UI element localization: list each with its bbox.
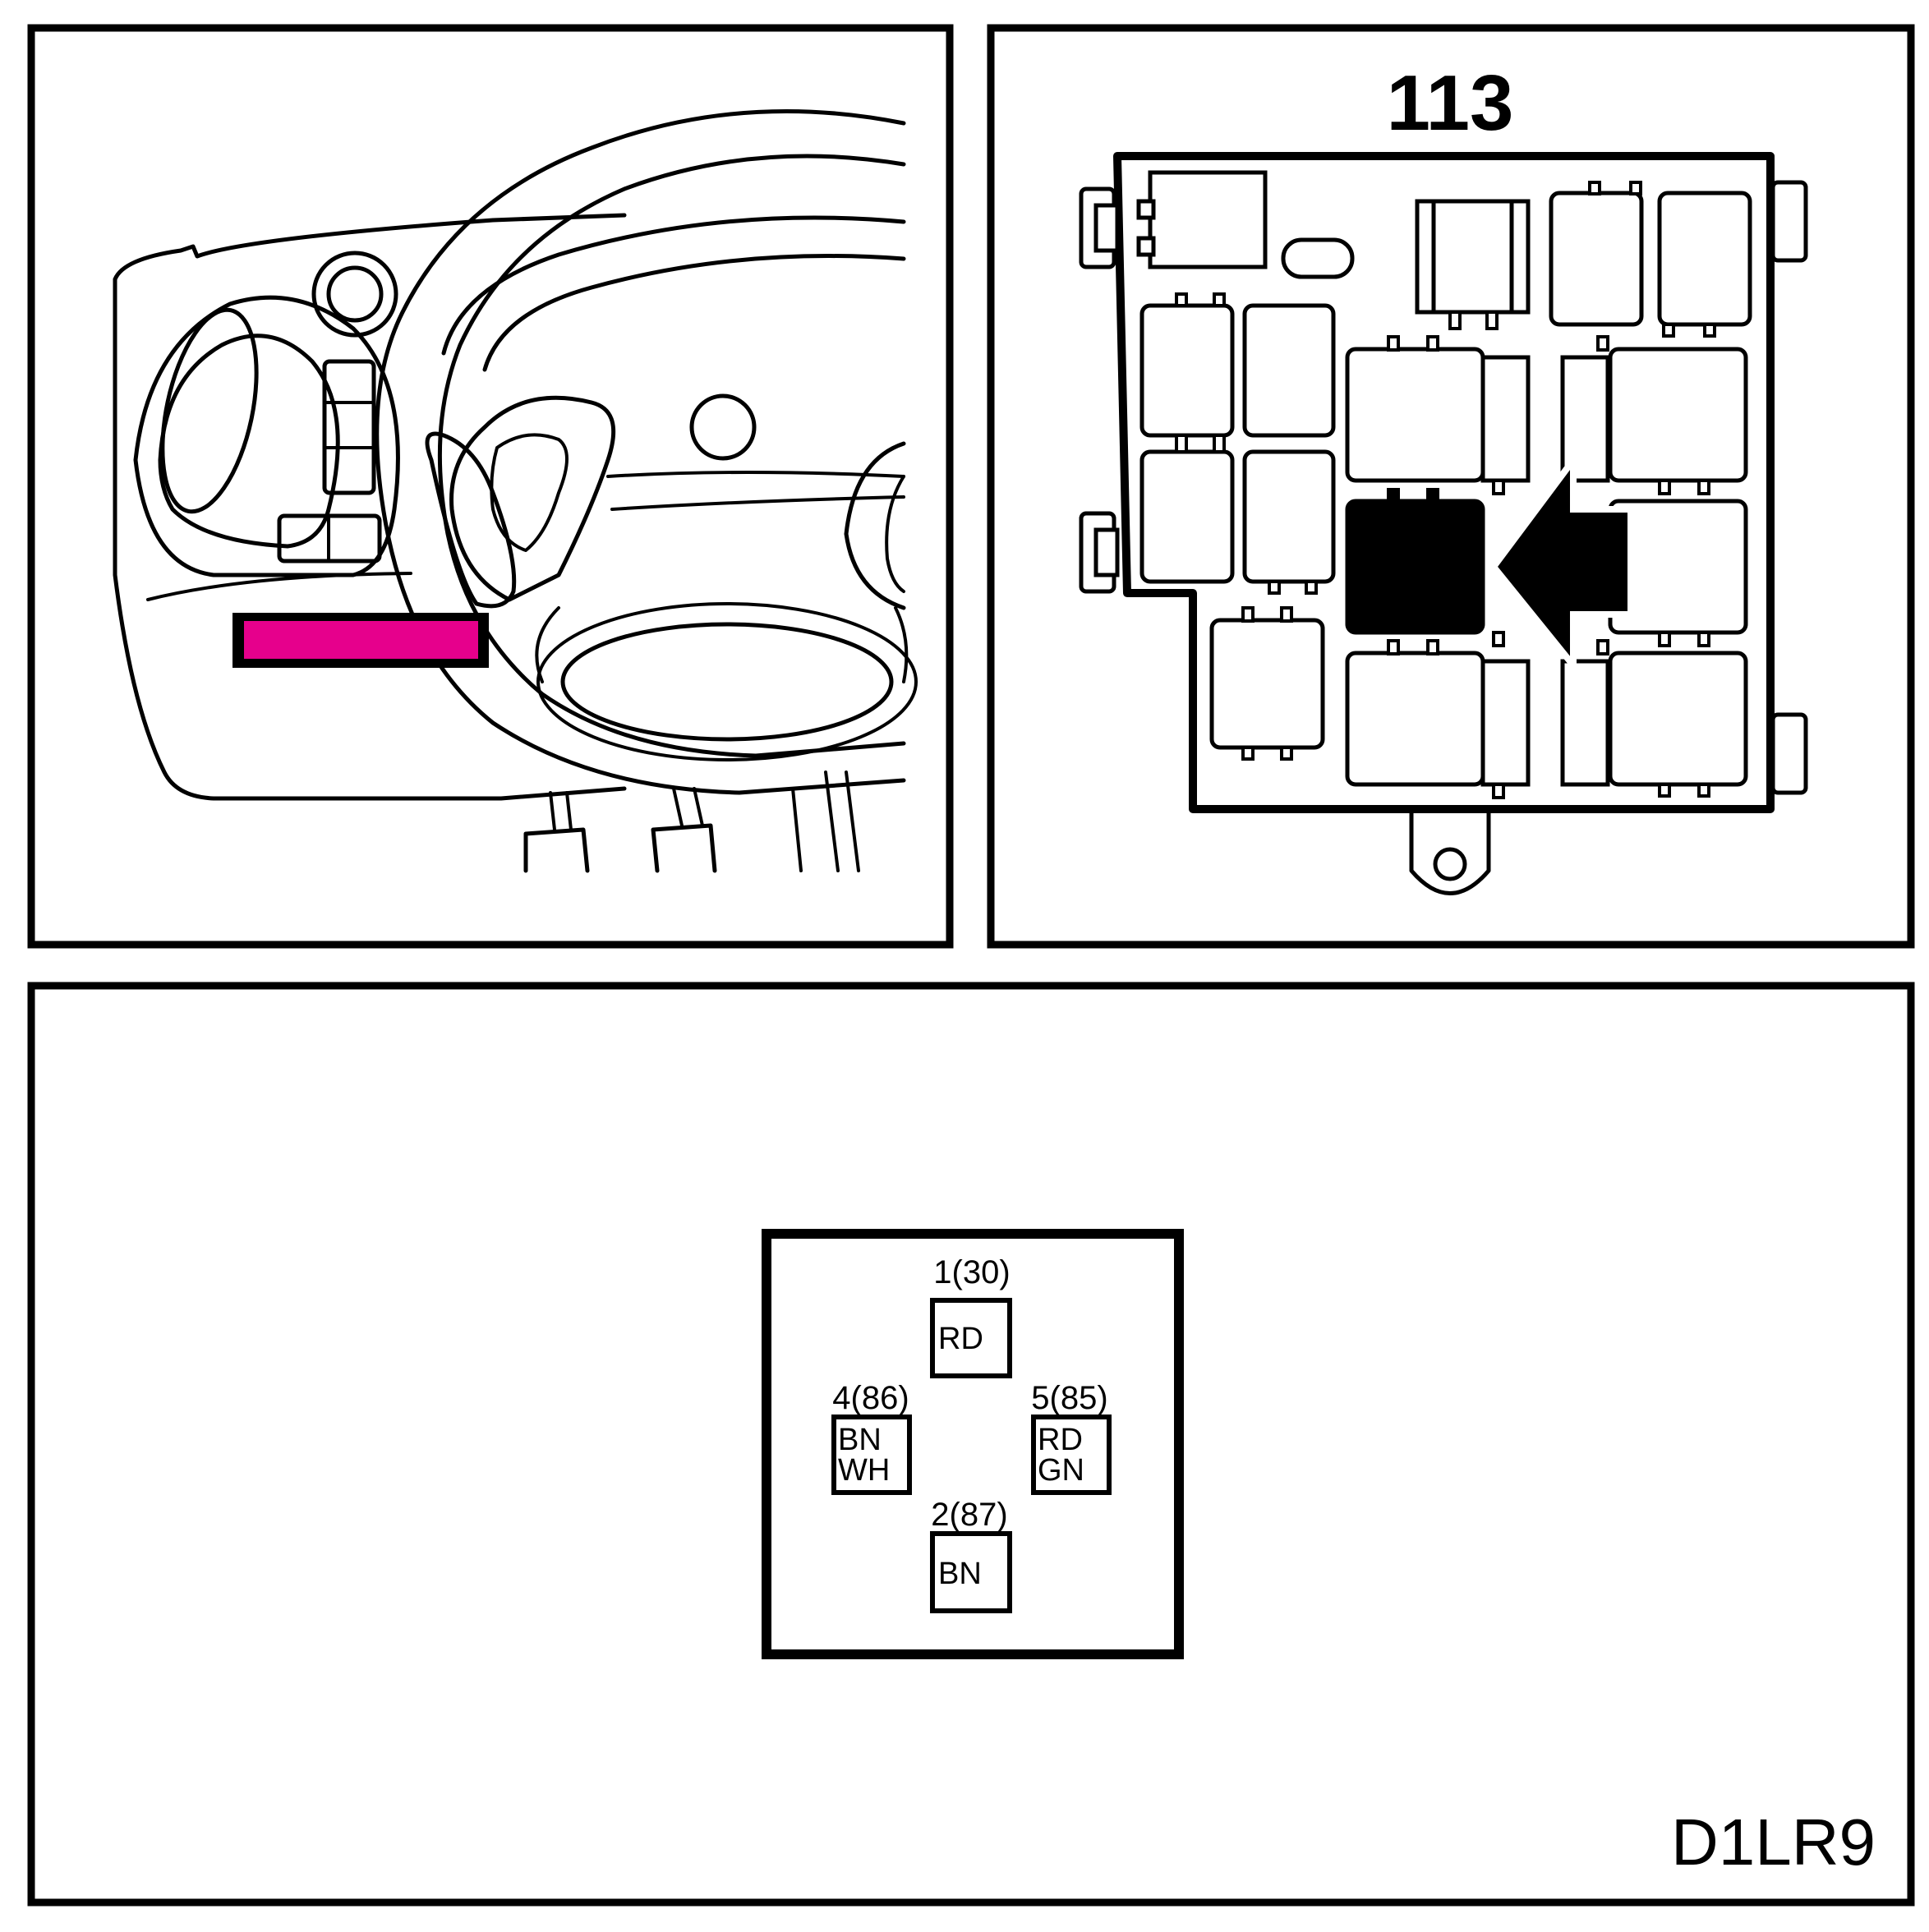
pin-top-wire: RD (938, 1322, 983, 1356)
pin-right-terminal (1031, 1414, 1112, 1495)
pin-top-terminal (930, 1298, 1012, 1378)
diagram-code: D1LR9 (1671, 1806, 1876, 1879)
pin-right-wire-2: GN (1038, 1453, 1084, 1488)
pin-left-number: 4(86) (832, 1380, 909, 1416)
pin-top: 1(30) RD (930, 1254, 1012, 1378)
pin-left-terminal (831, 1414, 912, 1495)
pin-right: 5(85) RD GN (1031, 1380, 1112, 1495)
pin-left-wire-2: WH (838, 1453, 890, 1488)
pin-bottom-wire: BN (938, 1557, 982, 1591)
pin-bottom-terminal (930, 1531, 1012, 1613)
dashboard-illustration (113, 108, 918, 873)
dashboard-location-panel (27, 24, 954, 949)
relay-box-panel (987, 24, 1915, 949)
relay-box-illustration (1079, 152, 1808, 895)
pin-bottom-number: 2(87) (931, 1497, 1007, 1533)
connector-panel (27, 982, 1915, 1907)
connector-outline (762, 1229, 1184, 1659)
component-number: 113 (1387, 59, 1514, 147)
pin-right-number: 5(85) (1031, 1380, 1107, 1416)
pointer-arrow (1489, 449, 1634, 675)
pin-bottom: 2(87) BN (930, 1497, 1012, 1613)
location-highlight-fill (244, 621, 478, 659)
pin-top-number: 1(30) (933, 1254, 1010, 1290)
marked-relay (1345, 499, 1485, 635)
pin-right-wire-1: RD (1038, 1423, 1083, 1457)
pin-left: 4(86) BN WH (831, 1380, 912, 1495)
pin-left-wire-1: BN (838, 1423, 882, 1457)
